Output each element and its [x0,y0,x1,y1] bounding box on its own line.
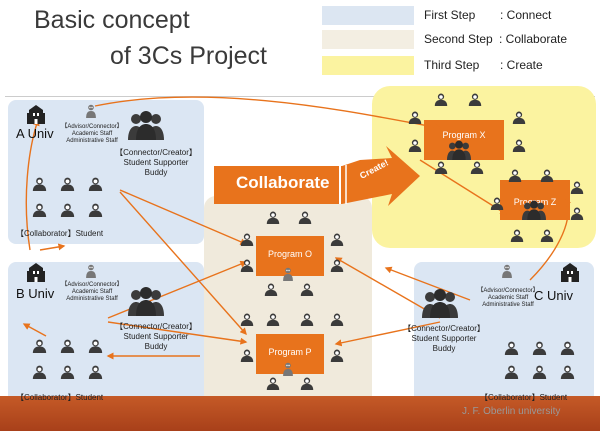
a-univ-students [32,177,103,217]
a-collaborator-label: 【Collaborator】Student [16,229,104,238]
c-univ-students [504,341,575,379]
title-line-2: of 3Cs Project [110,42,268,70]
legend-swatch-second [322,30,414,49]
b-connector-crowd-icon [128,287,164,316]
center-students [240,211,344,390]
b-univ-students [32,339,103,379]
create-zone-people [408,93,584,242]
c-univ-label: C Univ [534,288,574,303]
legend-meaning-first: : Connect [500,8,552,22]
legend-label-first: First Step [424,8,476,22]
a-univ-building-icon [27,105,45,124]
c-collaborator-label: 【Collaborator】Student [480,393,568,402]
legend-meaning-third: : Create [500,58,543,72]
panel-b-univ [8,262,204,408]
collaborate-banner [214,146,420,206]
b-univ-building-icon [27,263,45,282]
c-connector-crowd-icon [422,289,458,318]
panel-a-univ [8,100,204,244]
legend-label-second: Second Step [424,32,493,46]
c-staff-icon [502,264,512,278]
watermark-text: J. F. Oberlin university [462,406,561,417]
legend-swatch-first [322,6,414,25]
b-staff-icon [86,264,96,278]
legend-meaning-second: : Collaborate [499,32,568,46]
a-staff-icon [86,104,96,118]
a-connector-crowd-icon [128,111,164,140]
floor-bar [0,396,600,431]
collaborate-label: Collaborate [236,173,330,192]
divider-line [5,96,595,97]
title-line-1: Basic concept [34,6,190,34]
b-collaborator-label: 【Collaborator】Student [16,393,104,402]
panel-c-univ [414,262,594,408]
legend-swatch-third [322,56,414,75]
b-univ-label: B Univ [16,286,55,301]
c-univ-building-icon [561,263,579,282]
legend-label-third: Third Step [424,58,480,72]
a-univ-label: A Univ [16,126,54,141]
